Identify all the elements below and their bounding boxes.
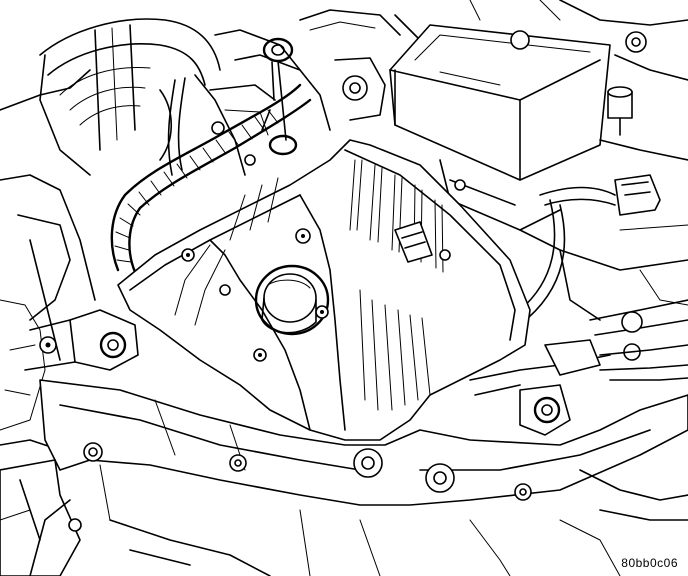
transaxle-housing (118, 140, 530, 440)
battery (390, 25, 610, 230)
lower-control-arm (0, 460, 270, 576)
right-mount-hoses (470, 300, 688, 435)
front-crossmember (40, 380, 688, 520)
dipstick-handle (262, 39, 296, 154)
electrical-connector (520, 175, 660, 318)
battery-terminal (470, 0, 688, 160)
upper-engine-components (195, 10, 420, 175)
air-intake-duct (40, 19, 300, 175)
right-inner-structure (300, 225, 688, 576)
housing-bolts (182, 229, 450, 361)
wiring-harness (112, 78, 310, 272)
left-mount-bracket (25, 310, 138, 370)
axle-seal-opening (256, 266, 328, 334)
figure-code-label: 80bb0c06 (621, 556, 678, 570)
